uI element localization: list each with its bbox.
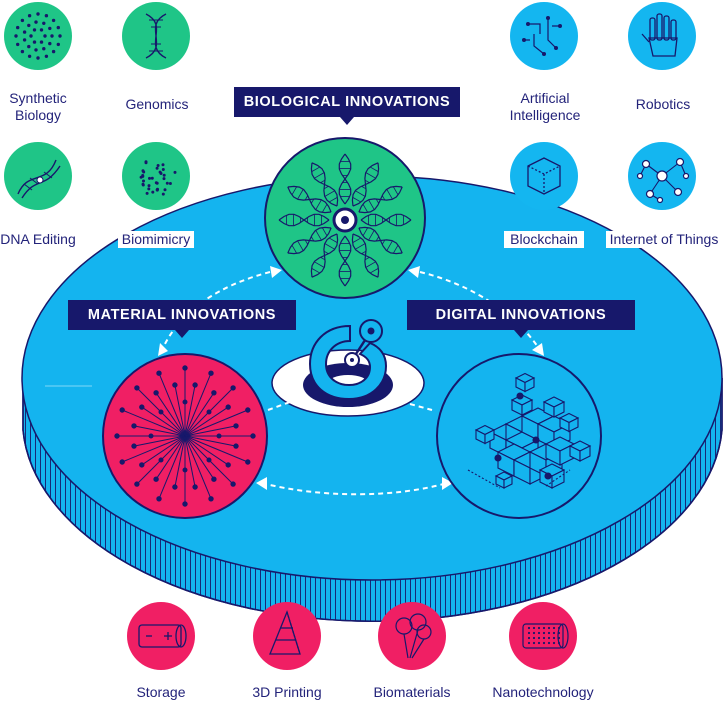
arrow-material-digital <box>261 482 448 496</box>
label-dna-editing: DNA Editing <box>0 231 76 247</box>
circular-dots-icon <box>4 2 72 70</box>
network-nodes-icon <box>628 142 696 210</box>
label-nanotechnology: Nanotechnology <box>492 684 594 700</box>
brain-circuit-icon <box>510 2 578 70</box>
label-genomics: Genomics <box>125 96 189 112</box>
banner-digital: DIGITAL INNOVATIONS <box>407 300 635 338</box>
label-blockchain: Blockchain <box>504 231 584 248</box>
label-storage: Storage <box>136 684 186 700</box>
bio-hub <box>264 137 426 299</box>
robot-hand-icon <box>628 2 696 70</box>
material-hub <box>102 353 268 519</box>
dot-cluster-icon <box>122 142 190 210</box>
torus-logo-icon <box>308 324 388 401</box>
label-biomimicry: Biomimicry <box>118 231 194 248</box>
label-robotics: Robotics <box>635 96 691 112</box>
center-logo <box>271 319 425 417</box>
digital-hub <box>436 353 602 519</box>
banner-material: MATERIAL INNOVATIONS <box>68 300 296 338</box>
battery-cylinder-icon <box>127 602 195 670</box>
balloons-icon <box>378 602 446 670</box>
banner-biological: BIOLOGICAL INNOVATIONS <box>234 87 460 125</box>
label-biomaterials: Biomaterials <box>373 684 451 700</box>
category-icons <box>4 2 696 670</box>
dna-helix-icon <box>122 2 190 70</box>
arrow-heads <box>158 266 544 490</box>
arrow-digital-center <box>409 403 433 411</box>
dna-scissors-icon <box>4 142 72 210</box>
label-internet-of-things: Internet of Things <box>606 231 722 248</box>
label-artificial-intelligence: Artificial Intelligence <box>509 90 581 123</box>
pyramid-icon <box>253 602 321 670</box>
arrow-material-center <box>267 401 291 411</box>
label-3d-printing: 3D Printing <box>252 684 322 700</box>
nanotube-icon <box>509 602 577 670</box>
label-synthetic-biology: Synthetic Biology <box>9 90 67 123</box>
cube-icon <box>510 142 578 210</box>
